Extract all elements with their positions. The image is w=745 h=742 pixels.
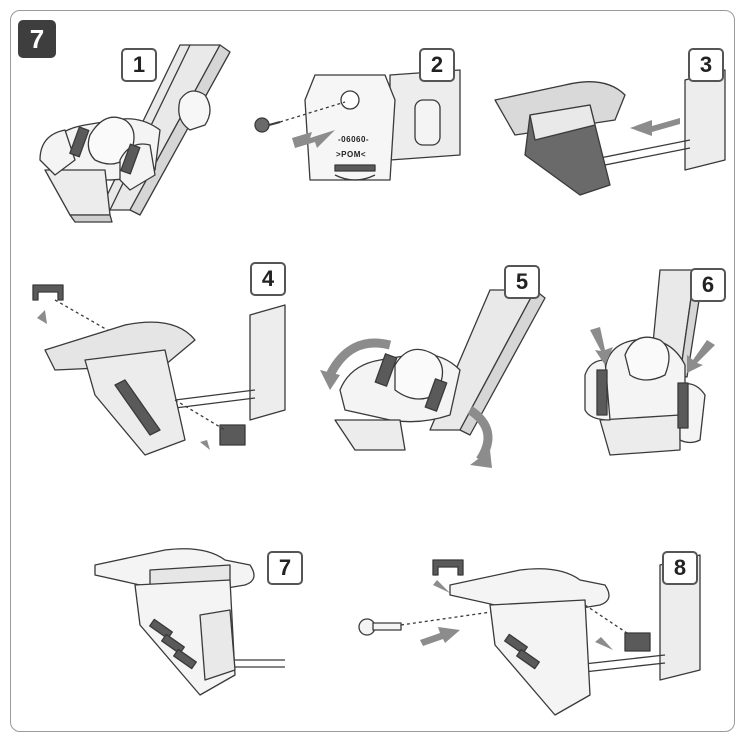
- step-4-number: 4: [250, 262, 286, 296]
- step-3-illustration: [490, 60, 730, 200]
- step-4-illustration: [25, 280, 300, 460]
- step-1-number: 1: [121, 48, 157, 82]
- step-5-illustration: [320, 280, 550, 470]
- step-7-number: 7: [267, 551, 303, 585]
- step-1-illustration: [30, 40, 240, 230]
- section-number-badge: 7: [18, 20, 56, 58]
- part-marking-line2: >POM<: [336, 150, 367, 159]
- step-6-number: 6: [690, 268, 726, 302]
- step-8-number: 8: [662, 551, 698, 585]
- step-2-number: 2: [419, 48, 455, 82]
- step-6-illustration: [575, 265, 725, 465]
- step-7-illustration: [90, 545, 290, 696]
- part-marking-line1: -06060-: [338, 135, 370, 144]
- step-3-number: 3: [688, 48, 724, 82]
- step-5-number: 5: [504, 265, 540, 299]
- step-8-illustration: [355, 545, 705, 716]
